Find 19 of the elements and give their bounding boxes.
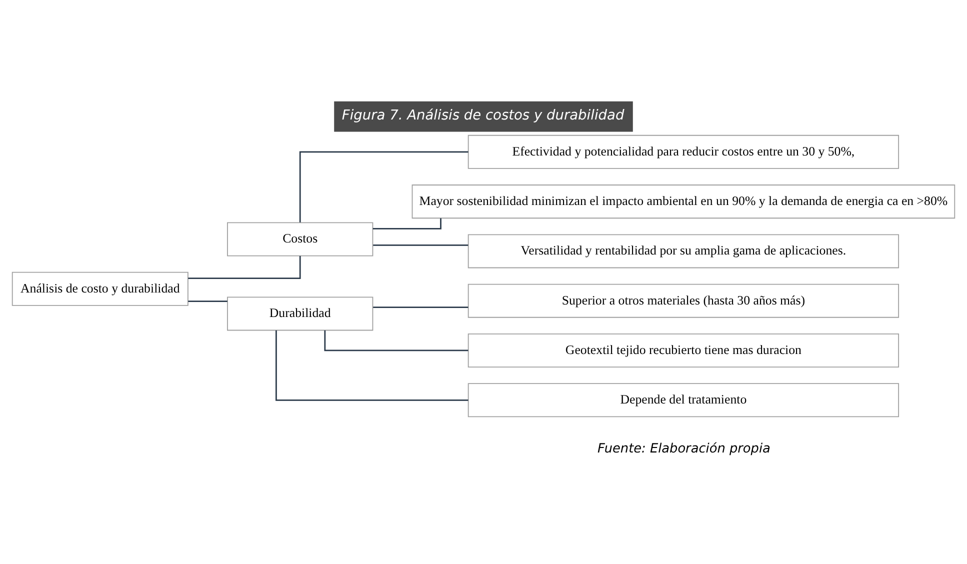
- node-box: Versatilidad y rentabilidad por su amplia gama de aplicaciones.: [468, 234, 900, 268]
- node-box: Efectividad y potencialidad para reducir costos entre un 30 y 50%,: [468, 134, 900, 169]
- node-box: Durabilidad: [227, 296, 374, 331]
- connector: [372, 218, 442, 230]
- connector: [324, 330, 468, 352]
- node-box: Análisis de costo y durabilidad: [12, 272, 188, 306]
- connector: [373, 306, 468, 308]
- connector: [276, 330, 468, 401]
- connector: [373, 244, 468, 246]
- connector: [188, 256, 301, 280]
- connector: [188, 300, 228, 302]
- connector: [299, 151, 468, 222]
- node-box: Geotextil tejido recubierto tiene mas duracion: [468, 333, 900, 368]
- diagram-title: Figura 7. Análisis de costos y durabilidad: [342, 107, 624, 124]
- caption: Fuente: Elaboración propia: [597, 441, 770, 456]
- node-box: Depende del tratamiento: [468, 383, 900, 418]
- node-box: Costos: [227, 222, 374, 256]
- node-box: Superior a otros materiales (hasta 30 años más): [468, 284, 900, 318]
- node-box: Mayor sostenibilidad minimizan el impacto ambiental en un 90% y la demanda de energia ca en >80%: [412, 184, 956, 219]
